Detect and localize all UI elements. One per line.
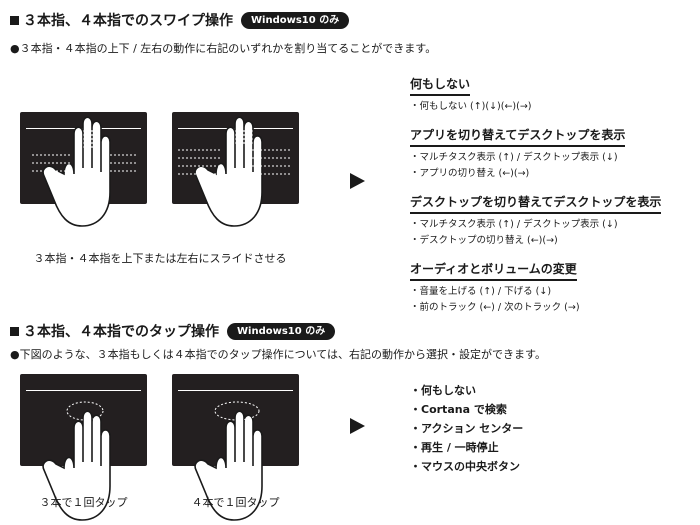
touchpad-4-finger-swipe [172, 112, 299, 204]
option-heading-desktops: デスクトップを切り替えてデスクトップを表示 [410, 193, 662, 214]
tap-section-title: ３本指、４本指でのタップ操作 Windows10 のみ [10, 321, 336, 341]
tap-ripples [66, 401, 260, 421]
option-item: ・アプリの切り替え (←)(→) [410, 168, 530, 179]
tap-option: ・何もしない [410, 384, 476, 397]
tap-caption-4: ４本で１回タップ [191, 496, 280, 509]
tap-os-badge: Windows10 のみ [227, 322, 336, 340]
right-arrow-icon [350, 418, 365, 434]
tap-description: ●下図のような、３本指もしくは４本指でのタップ操作については、右記の動作から選択… [10, 348, 546, 361]
option-heading-apps: アプリを切り替えてデスクトップを表示 [410, 126, 626, 147]
square-bullet-icon [10, 326, 19, 336]
option-item: ・マルチタスク表示 (↑) / デスクトップ表示 (↓) [410, 152, 618, 163]
option-item: ・マルチタスク表示 (↑) / デスクトップ表示 (↓) [410, 219, 618, 230]
tap-option: ・アクション センター [410, 422, 524, 435]
square-bullet-icon [10, 15, 19, 25]
tap-option: ・Cortana で検索 [410, 403, 507, 416]
swipe-description: ●３本指・４本指の上下 / 左右の動作に右記のいずれかを割り当てることができます… [10, 42, 437, 55]
touchpad-3-finger-swipe [20, 112, 147, 204]
swipe-os-badge: Windows10 のみ [241, 11, 350, 29]
option-heading-audio: オーディオとボリュームの変更 [410, 260, 577, 281]
swipe-section-title: ３本指、４本指でのスワイプ操作 Windows10 のみ [10, 10, 350, 30]
tap-caption-3: ３本で１回タップ [39, 496, 128, 509]
swipe-title-text: ３本指、４本指でのスワイプ操作 [23, 13, 233, 29]
tap-title-text: ３本指、４本指でのタップ操作 [23, 324, 219, 340]
option-item: ・デスクトップの切り替え (←)(→) [410, 235, 558, 246]
option-heading-nothing: 何もしない [410, 75, 471, 96]
touchpad-3-finger-tap [20, 374, 147, 466]
tap-option: ・再生 / 一時停止 [410, 441, 499, 454]
option-item: ・前のトラック (←) / 次のトラック (→) [410, 302, 580, 313]
swipe-caption: ３本指・４本指を上下または左右にスライドさせる [33, 252, 287, 265]
option-item: ・何もしない (↑)(↓)(←)(→) [410, 101, 532, 112]
right-arrow-icon [350, 173, 365, 189]
option-item: ・音量を上げる (↑) / 下げる (↓) [410, 286, 552, 297]
tap-option: ・マウスの中央ボタン [410, 460, 520, 473]
touchpad-4-finger-tap [172, 374, 299, 466]
